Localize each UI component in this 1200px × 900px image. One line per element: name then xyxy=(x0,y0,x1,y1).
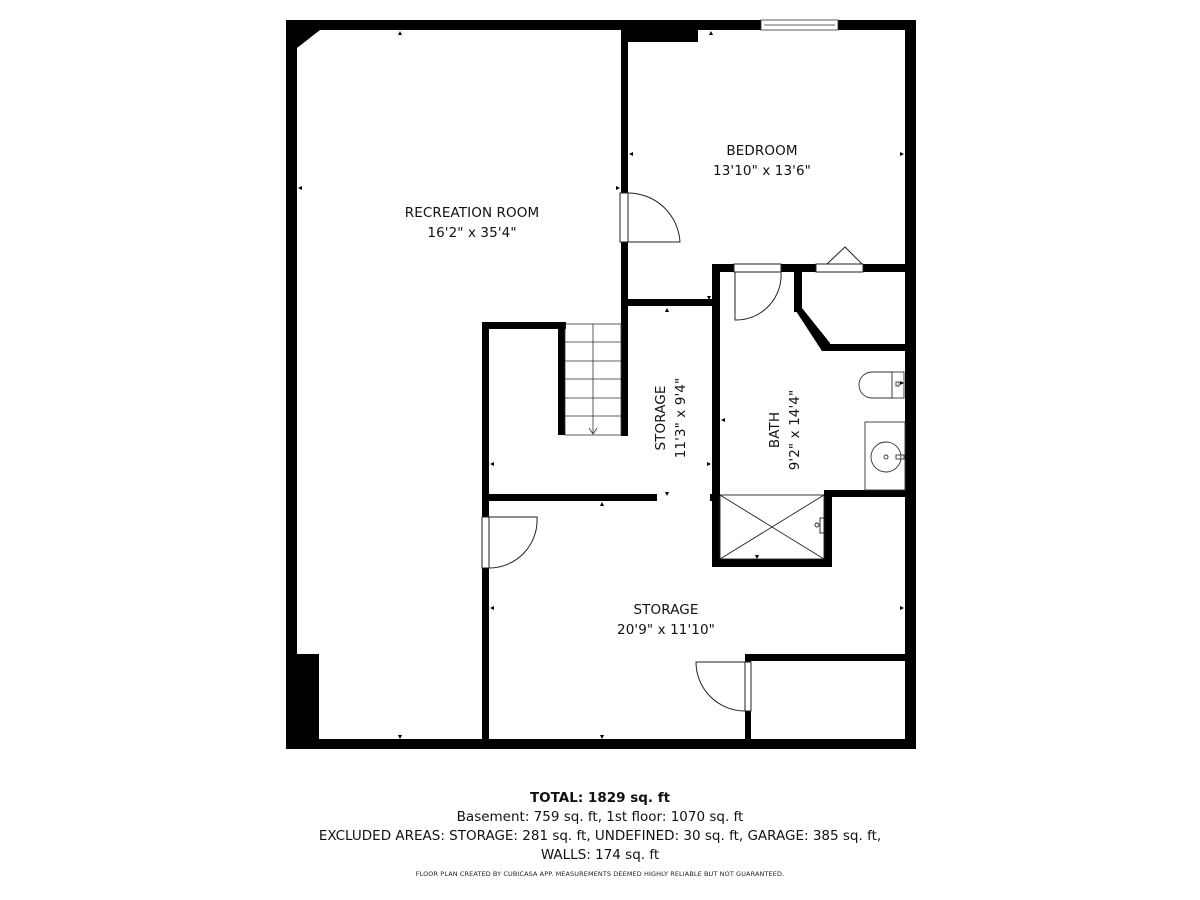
sink-icon xyxy=(864,421,906,491)
room-name: BATH xyxy=(767,411,783,449)
room-dimensions: 11'3" x 9'4" xyxy=(673,377,689,459)
room-label-storage-upper: STORAGE 11'3" x 9'4" xyxy=(651,353,691,483)
total-area: TOTAL: 1829 sq. ft xyxy=(529,790,671,806)
measurement-markers xyxy=(298,31,904,739)
disclaimer: FLOOR PLAN CREATED BY CUBICASA APP. MEAS… xyxy=(415,870,785,878)
toilet-icon xyxy=(858,371,905,399)
room-label-storage-lower: STORAGE 20'9" x 11'10" xyxy=(566,600,766,640)
excluded-areas: EXCLUDED AREAS: STORAGE: 281 sq. ft, UND… xyxy=(318,828,882,844)
room-dimensions: 20'9" x 11'10" xyxy=(617,622,715,638)
room-name: STORAGE xyxy=(633,602,699,618)
excluded-areas-walls: WALLS: 174 sq. ft xyxy=(540,847,660,863)
room-name: STORAGE xyxy=(653,385,669,451)
door-icon xyxy=(619,192,681,243)
room-dimensions: 9'2" x 14'4" xyxy=(787,389,803,471)
room-label-recreation-room: RECREATION ROOM 16'2" x 35'4" xyxy=(372,203,572,243)
room-label-bedroom: BEDROOM 13'10" x 13'6" xyxy=(662,141,862,181)
stairs-icon xyxy=(564,323,622,436)
door-icon xyxy=(481,516,538,569)
door-icon xyxy=(733,263,782,321)
room-label-bath: BATH 9'2" x 14'4" xyxy=(765,365,805,495)
room-name: BEDROOM xyxy=(726,143,798,159)
area-summary: TOTAL: 1829 sq. ft Basement: 759 sq. ft,… xyxy=(0,789,1200,865)
bifold-door-icon xyxy=(815,246,864,273)
door-icon xyxy=(695,661,752,712)
floor-areas: Basement: 759 sq. ft, 1st floor: 1070 sq… xyxy=(456,809,744,825)
room-name: RECREATION ROOM xyxy=(404,205,540,221)
room-dimensions: 16'2" x 35'4" xyxy=(427,225,517,241)
walls xyxy=(286,20,916,749)
shower-icon xyxy=(719,494,825,560)
window-icon xyxy=(760,19,839,31)
doors xyxy=(481,192,864,712)
room-dimensions: 13'10" x 13'6" xyxy=(713,163,811,179)
